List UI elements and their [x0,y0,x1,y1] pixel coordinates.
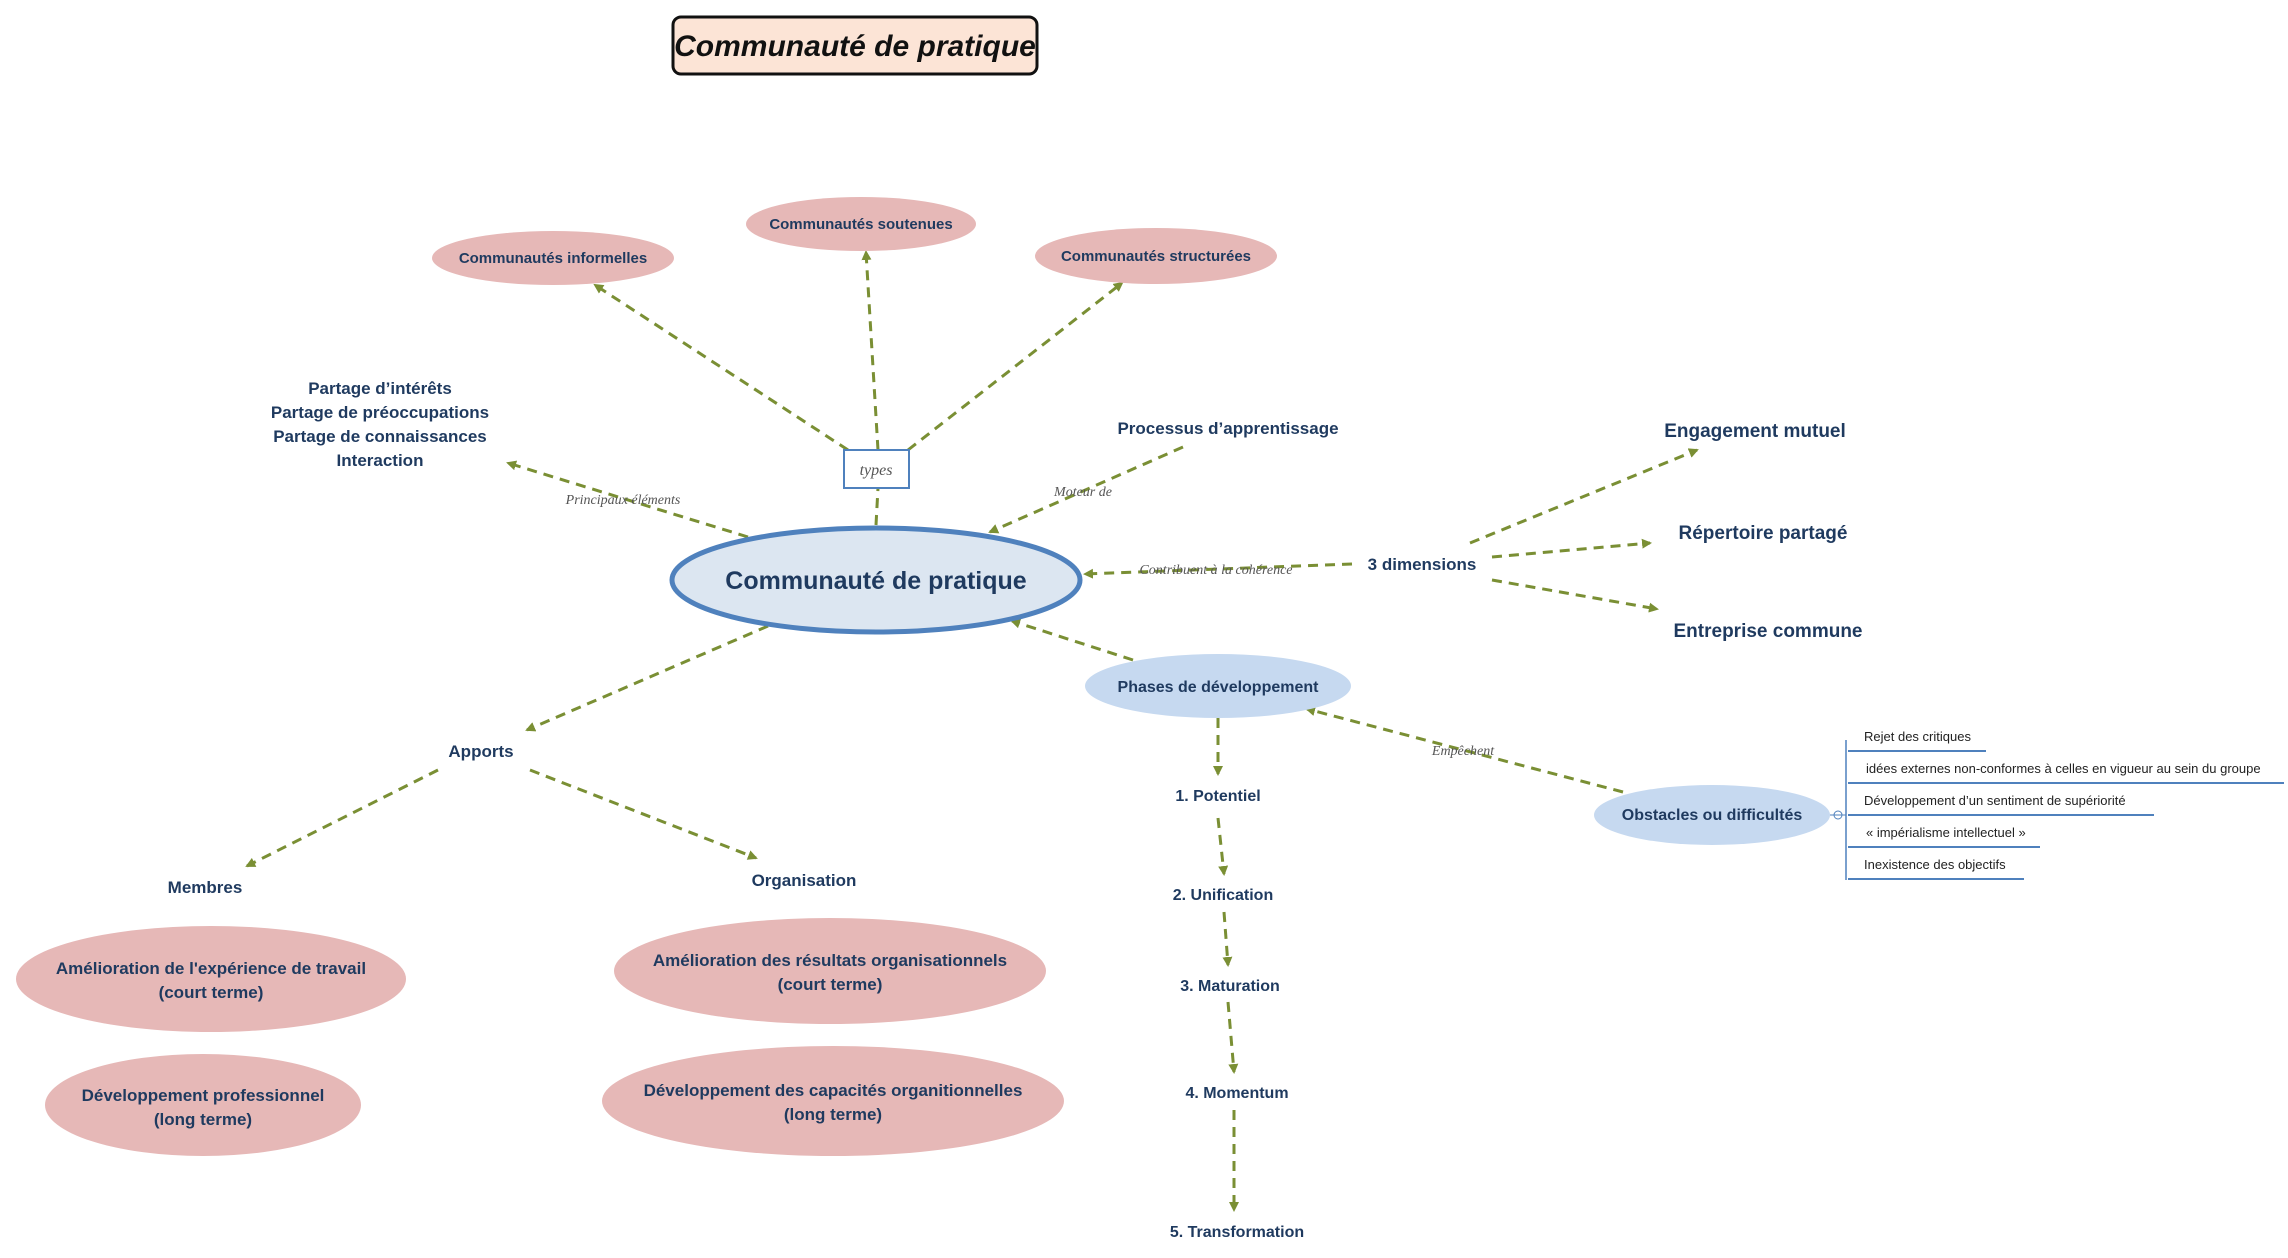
edge-apports [525,624,769,732]
membres-item-1-line-2: (court terme) [159,983,264,1002]
dimension-entreprise: Entreprise commune [1674,621,1863,642]
title-box: Communauté de pratique [671,15,1039,76]
edge-types-soutenues [861,250,880,451]
type-structurees: Communautés structurées [1061,248,1251,265]
organisation-item-2-line-1: Développement des capacités organitionne… [644,1081,1023,1100]
phase-3: 3. Maturation [1180,978,1280,995]
edge-membres [245,768,439,868]
membres-label: Membres [168,878,243,897]
edge-phase-2 [1216,817,1229,876]
edge-label-principaux: Principaux éléments [565,493,681,508]
central-label: Communauté de pratique [725,567,1027,595]
organisation-item-2-line-2: (long terme) [784,1105,882,1124]
obstacle-1: Rejet des critiques [1864,729,1971,744]
edge-central-types [874,487,880,526]
dimensions-label: 3 dimensions [1368,555,1477,574]
phase-1: 1. Potentiel [1175,788,1260,805]
edge-entreprise [1491,578,1659,613]
element-interets: Partage d’intérêts [308,379,452,398]
phase-5: 5. Transformation [1170,1224,1304,1241]
types-box: types [843,449,910,489]
edge-phase-3 [1222,911,1233,967]
central-node: Communauté de pratique [669,525,1083,635]
organisation-item-1-line-1: Amélioration des résultats organisationn… [653,951,1007,970]
title-text: Communauté de pratique [674,30,1036,63]
type-informelles: Communautés informelles [459,250,647,267]
phases: Phases de développement 1. Potentiel 2. … [1085,654,1351,1241]
type-nodes: Communautés informelles Communautés sout… [432,197,1277,285]
membres-item-1-line-1: Amélioration de l'expérience de travail [56,959,366,978]
dimension-engagement: Engagement mutuel [1664,421,1846,442]
edge-types-structurees [907,281,1124,452]
types-label: types [860,462,893,479]
edge-label-moteur: Moteur de [1053,485,1112,500]
edge-empechent [1305,706,1624,794]
edge-repertoire [1491,538,1652,559]
obstacle-4: « impérialisme intellectuel » [1866,825,2026,840]
edge-elements [506,460,749,539]
phase-2: 2. Unification [1173,887,1273,904]
edge-labels: Principaux éléments Moteur de Contribuen… [565,485,1496,759]
dimensions: 3 dimensions Engagement mutuel Répertoir… [1368,421,1863,642]
edge-engagement [1469,448,1699,545]
element-preoccupations: Partage de préoccupations [271,403,489,422]
apports: Apports Membres Organisation Amélioratio… [16,742,1064,1156]
edge-organisation [529,768,758,860]
element-interaction: Interaction [337,451,424,470]
obstacle-5: Inexistence des objectifs [1864,857,2006,872]
obstacles-label: Obstacles ou difficultés [1622,807,1803,824]
phases-label: Phases de développement [1118,679,1320,696]
processus-label: Processus d’apprentissage [1117,419,1338,438]
membres-item-2-line-2: (long terme) [154,1110,252,1129]
edge-phase-4 [1226,1001,1239,1074]
dimension-repertoire: Répertoire partagé [1679,523,1848,544]
edge-label-coherence: Contribuent à la cohérence [1139,563,1292,578]
edge-coherence [1083,562,1353,579]
organisation-label: Organisation [752,871,857,890]
phase-4: 4. Momentum [1185,1085,1288,1102]
edge-phases-central [1010,618,1134,662]
elements-list: Partage d’intérêts Partage de préoccupat… [271,379,489,470]
type-soutenues: Communautés soutenues [769,216,952,233]
membres-item-2-line-1: Développement professionnel [82,1086,325,1105]
edge-label-empechent: Empêchent [1431,744,1495,759]
organisation-item-1-line-2: (court terme) [778,975,883,994]
obstacle-2: idées externes non-conformes à celles en… [1866,761,2261,776]
edge-types-informelles [593,283,849,452]
obstacles: Obstacles ou difficultés Rejet des criti… [1594,729,2284,880]
edges [245,250,1699,1212]
edge-moteur [988,445,1184,534]
element-connaissances: Partage de connaissances [273,427,487,446]
apports-label: Apports [448,742,513,761]
obstacle-3: Développement d’un sentiment de supérior… [1864,793,2126,808]
